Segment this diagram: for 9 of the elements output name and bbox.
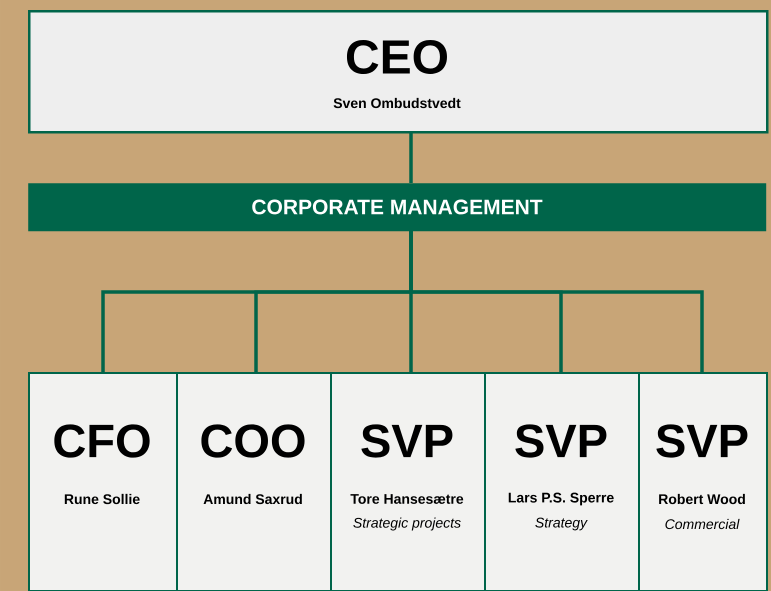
role-box: SVP Robert Wood Commercial: [638, 372, 768, 591]
role-box: CFO Rune Sollie: [28, 372, 178, 591]
role-box: COO Amund Saxrud: [176, 372, 332, 591]
role-box: SVP Lars P.S. Sperre Strategy: [484, 372, 640, 591]
role-box: SVP Tore Hansesætre Strategic projects: [330, 372, 486, 591]
management-band: CORPORATE MANAGEMENT: [28, 183, 766, 232]
connector-line: [409, 131, 413, 183]
ceo-box: CEO Sven Ombudstvedt: [28, 10, 768, 134]
connector-line: [409, 231, 704, 372]
